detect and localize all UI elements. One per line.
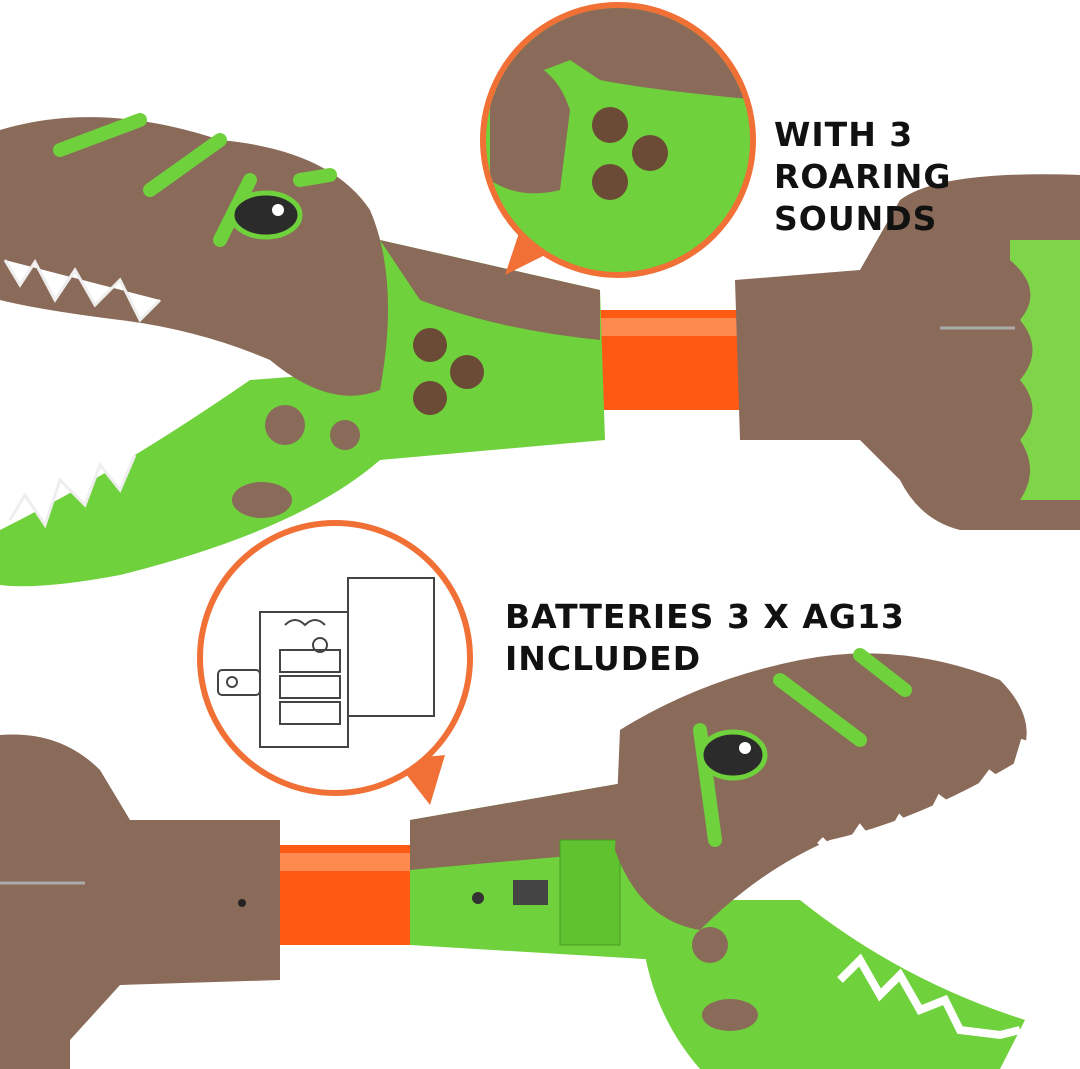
battery-diagram [217, 577, 435, 748]
dino-eye-top [229, 190, 303, 240]
battery-callout [197, 520, 473, 805]
handle-bottom [0, 734, 280, 1069]
sound-buttons-callout [480, 2, 756, 278]
top-grabber [0, 113, 1080, 587]
batteries-caption-line1: BATTERIES 3 X AG13 [505, 597, 905, 636]
dino-eye-bottom [698, 729, 768, 781]
sound-button-2[interactable] [450, 355, 484, 389]
dino-head-bottom [615, 653, 1027, 930]
bottom-grabber [0, 648, 1029, 1069]
batteries-caption-line2: INCLUDED [505, 639, 702, 678]
battery-compartment [559, 839, 621, 946]
sound-button-3[interactable] [413, 381, 447, 415]
power-switch[interactable] [513, 880, 548, 905]
handle-top [735, 174, 1080, 530]
batteries-caption: BATTERIES 3 X AG13 INCLUDED [505, 596, 905, 680]
sound-button-1[interactable] [413, 328, 447, 362]
sounds-caption-line2: SOUNDS [774, 199, 938, 238]
sounds-caption-line1: WITH 3 ROARING [774, 115, 952, 196]
sounds-caption: WITH 3 ROARING SOUNDS [774, 114, 1080, 240]
dino-head-top [0, 117, 388, 396]
